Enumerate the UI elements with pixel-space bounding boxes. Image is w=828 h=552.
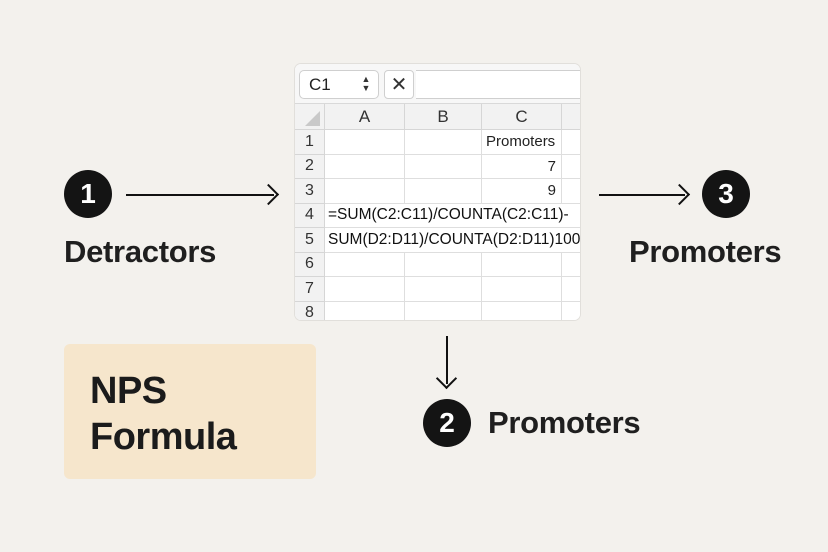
sheet-grid: A B C 1 Promoters 2 7 3 9 4 =SUM(C2:C11)… bbox=[295, 104, 580, 320]
cell-c7[interactable] bbox=[482, 277, 562, 302]
cell-b8[interactable] bbox=[405, 301, 482, 320]
step-1-badge: 1 bbox=[64, 170, 112, 218]
cell-d7[interactable] bbox=[562, 277, 580, 302]
cell-b1[interactable] bbox=[405, 130, 482, 155]
select-all-icon bbox=[305, 111, 320, 126]
row-header-8[interactable]: 8 bbox=[295, 301, 325, 320]
cell-c2[interactable]: 7 bbox=[482, 154, 562, 179]
cell-c3[interactable]: 9 bbox=[482, 179, 562, 204]
step-3-number: 3 bbox=[718, 178, 734, 209]
column-a-label: A bbox=[358, 106, 371, 126]
cell-a2[interactable] bbox=[325, 154, 405, 179]
column-header-d[interactable] bbox=[562, 104, 580, 130]
cell-a3[interactable] bbox=[325, 179, 405, 204]
name-box[interactable]: C1 ▲▼ bbox=[299, 70, 379, 99]
cell-a6[interactable] bbox=[325, 252, 405, 277]
cell-a8[interactable] bbox=[325, 301, 405, 320]
cell-a5-formula[interactable]: SUM(D2:D11)/COUNTA(D2:D11)100 bbox=[325, 228, 580, 253]
step-3-badge: 3 bbox=[702, 170, 750, 218]
select-all-corner[interactable] bbox=[295, 104, 325, 130]
step-3-label: Promoters bbox=[629, 234, 782, 269]
step-2-label: Promoters bbox=[488, 405, 641, 440]
cell-a4-formula[interactable]: =SUM(C2:C11)/COUNTA(C2:C11)- bbox=[325, 203, 580, 228]
arrow-down-icon bbox=[446, 336, 448, 384]
column-c-label: C bbox=[515, 106, 528, 126]
formula-input[interactable] bbox=[416, 70, 580, 99]
column-header-b[interactable]: B bbox=[405, 104, 482, 130]
row-header-4[interactable]: 4 bbox=[295, 203, 325, 228]
close-icon: ✕ bbox=[390, 74, 408, 96]
cell-c8[interactable] bbox=[482, 301, 562, 320]
cell-d8[interactable] bbox=[562, 301, 580, 320]
arrow-right-icon bbox=[599, 194, 685, 196]
row-header-2[interactable]: 2 bbox=[295, 154, 325, 179]
column-header-c[interactable]: C bbox=[482, 104, 562, 130]
step-1-number: 1 bbox=[80, 178, 96, 209]
cancel-formula-button[interactable]: ✕ bbox=[384, 70, 414, 99]
column-header-a[interactable]: A bbox=[325, 104, 405, 130]
cell-d1[interactable] bbox=[562, 130, 580, 155]
cell-b7[interactable] bbox=[405, 277, 482, 302]
row-header-6[interactable]: 6 bbox=[295, 252, 325, 277]
stepper-icon[interactable]: ▲▼ bbox=[361, 74, 371, 93]
step-2-badge: 2 bbox=[423, 399, 471, 447]
step-1-label: Detractors bbox=[64, 234, 217, 269]
cell-b6[interactable] bbox=[405, 252, 482, 277]
card-title-line-2: Formula bbox=[90, 416, 237, 458]
cell-d3[interactable] bbox=[562, 179, 580, 204]
step-2-number: 2 bbox=[439, 407, 455, 438]
spreadsheet-window: C1 ▲▼ ✕ A B C 1 Promoters 2 7 bbox=[295, 64, 580, 320]
formula-bar: C1 ▲▼ ✕ bbox=[295, 64, 580, 104]
cell-a7[interactable] bbox=[325, 277, 405, 302]
cell-c6[interactable] bbox=[482, 252, 562, 277]
card-title-line-1: NPS bbox=[90, 370, 167, 412]
nps-formula-card: NPS Formula bbox=[64, 344, 316, 479]
row-header-7[interactable]: 7 bbox=[295, 277, 325, 302]
cell-b3[interactable] bbox=[405, 179, 482, 204]
row-header-1[interactable]: 1 bbox=[295, 130, 325, 155]
cell-a1[interactable] bbox=[325, 130, 405, 155]
row-header-5[interactable]: 5 bbox=[295, 228, 325, 253]
row-header-3[interactable]: 3 bbox=[295, 179, 325, 204]
cell-d2[interactable] bbox=[562, 154, 580, 179]
cell-b2[interactable] bbox=[405, 154, 482, 179]
arrow-right-icon bbox=[126, 194, 274, 196]
cell-c1[interactable]: Promoters bbox=[482, 130, 562, 155]
column-b-label: B bbox=[437, 106, 449, 126]
cell-d6[interactable] bbox=[562, 252, 580, 277]
name-box-value: C1 bbox=[309, 75, 331, 94]
